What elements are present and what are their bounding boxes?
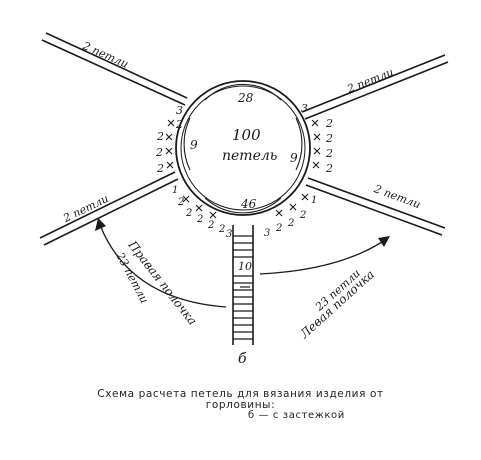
- center-count: 100: [232, 126, 261, 144]
- arm-top-right: [301, 54, 446, 113]
- left-front-arc: [259, 239, 386, 275]
- svg-text:2: 2: [156, 162, 164, 175]
- svg-text:2: 2: [299, 210, 306, 221]
- arm-label-top-right: 2 петли: [344, 65, 395, 96]
- right-front-arc: [99, 224, 227, 308]
- svg-text:2: 2: [207, 220, 214, 231]
- svg-text:2: 2: [325, 117, 333, 130]
- left-count: 9: [190, 138, 198, 152]
- svg-text:2: 2: [218, 224, 225, 235]
- svg-text:2: 2: [196, 214, 203, 225]
- arm-top-left: [41, 39, 186, 106]
- right-arc-name: Левая полочка: [297, 267, 377, 341]
- raglan-arms: [39, 32, 449, 246]
- svg-text:3: 3: [176, 104, 183, 117]
- neck-circle: [175, 80, 311, 216]
- svg-text:3: 3: [226, 229, 232, 240]
- strap-rungs: [233, 235, 253, 340]
- lower-right-numbers: 3 2 2 2 1: [264, 195, 317, 239]
- svg-text:2: 2: [325, 147, 333, 160]
- svg-text:2: 2: [275, 223, 282, 234]
- arm-label-bottom-right: 2 петли: [371, 182, 422, 211]
- right-side-numbers: 3 2 2 2 2: [301, 102, 333, 175]
- svg-text:1: 1: [172, 185, 178, 196]
- arm-bottom-right: [307, 177, 446, 229]
- svg-text:2: 2: [325, 132, 333, 145]
- center-unit: петель: [222, 148, 277, 164]
- svg-text:2: 2: [185, 208, 192, 219]
- bottom-count: 46: [240, 197, 257, 211]
- left-side-numbers: 3 2 2 2 2: [155, 104, 183, 175]
- arrow-head-left: [95, 218, 106, 231]
- svg-text:3: 3: [264, 228, 270, 239]
- caption-line-2: б — с застежкой: [248, 410, 345, 421]
- svg-text:2: 2: [175, 118, 183, 131]
- stitch-marks: [165, 119, 321, 219]
- caption-line-1: Схема расчета петель для вязания изделия…: [97, 388, 384, 400]
- caption-line-1b: горловины:: [205, 399, 276, 411]
- inner-arcs: [183, 83, 303, 214]
- svg-text:2: 2: [177, 197, 184, 208]
- arm-bottom-left: [39, 171, 176, 239]
- arrow-head-right: [378, 236, 390, 247]
- outer-arcs: [99, 224, 386, 308]
- arrow-heads: [95, 218, 390, 247]
- svg-text:1: 1: [311, 195, 317, 206]
- arm-label-top-left: 2 петли: [80, 39, 131, 71]
- svg-text:2: 2: [155, 146, 163, 159]
- label-b: б: [238, 351, 247, 367]
- svg-text:2: 2: [287, 218, 294, 229]
- svg-text:3: 3: [301, 102, 308, 115]
- strap-count: 10: [238, 260, 252, 273]
- lower-left-numbers: 1 2 2 2 2 2 3: [172, 185, 232, 240]
- svg-text:2: 2: [156, 130, 164, 143]
- top-count: 28: [237, 91, 254, 105]
- right-count: 9: [290, 151, 298, 165]
- arm-label-bottom-left: 2 петли: [60, 192, 110, 225]
- svg-text:2: 2: [325, 162, 333, 175]
- placket-strap: [232, 225, 254, 345]
